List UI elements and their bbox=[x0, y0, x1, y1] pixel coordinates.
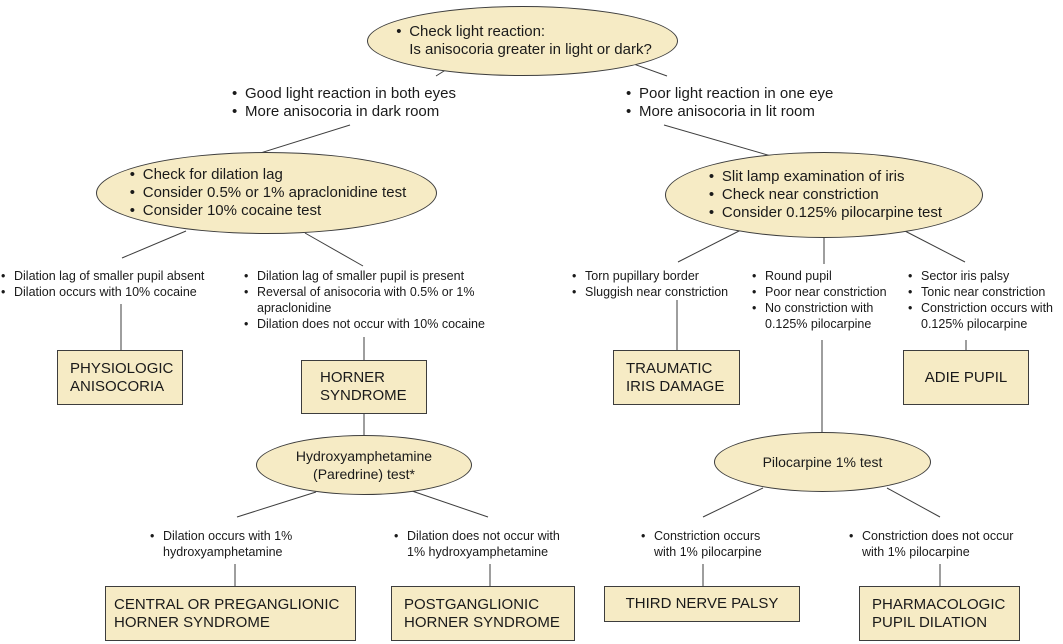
cond-central: Dilation occurs with 1% hydroxyamphetami… bbox=[147, 528, 317, 560]
cond-rr-2: Tonic near constriction bbox=[905, 284, 1063, 300]
connector bbox=[702, 487, 764, 518]
horner-line-2: SYNDROME bbox=[320, 387, 407, 404]
right-branch-label: Poor light reaction in one eye More anis… bbox=[623, 85, 883, 121]
pharm-line-2: PUPIL DILATION bbox=[872, 613, 988, 631]
physiologic-anisocoria-box: PHYSIOLOGIC ANISOCORIA bbox=[57, 350, 183, 405]
cond-lr-1: Dilation lag of smaller pupil is present bbox=[241, 268, 516, 284]
left-oval-1: Check for dilation lag bbox=[127, 166, 406, 184]
cond-rl-2: Sluggish near constriction bbox=[569, 284, 749, 300]
dilation-lag-oval: Check for dilation lag Consider 0.5% or … bbox=[96, 152, 437, 234]
third-nerve-label: THIRD NERVE PALSY bbox=[625, 595, 779, 612]
cond-lr-3: Dilation does not occur with 10% cocaine bbox=[241, 316, 516, 332]
right-oval-3: Consider 0.125% pilocarpine test bbox=[706, 204, 942, 222]
root-oval: Check light reaction: Is anisocoria grea… bbox=[367, 6, 678, 76]
central-line-2: HORNER SYNDROME bbox=[114, 613, 270, 631]
root-bullet-2: Is anisocoria greater in light or dark? bbox=[409, 41, 652, 58]
central-preganglionic-box: CENTRAL OR PREGANGLIONIC HORNER SYNDROME bbox=[105, 586, 356, 641]
adie-pupil-box: ADIE PUPIL bbox=[903, 350, 1029, 405]
cond-rr-3: Constriction occurs with 0.125% pilocarp… bbox=[905, 300, 1063, 332]
cond-pl-1: Constriction occurs with 1% pilocarpine bbox=[638, 528, 778, 560]
pilocarpine-oval: Pilocarpine 1% test bbox=[714, 432, 931, 492]
connector bbox=[677, 229, 742, 263]
connector bbox=[236, 491, 317, 518]
connector bbox=[411, 490, 489, 518]
root-bullets: Check light reaction: Is anisocoria grea… bbox=[393, 23, 652, 59]
cond-pharmacologic: Constriction does not occur with 1% pilo… bbox=[846, 528, 1016, 560]
cond-rm-2: Poor near constriction bbox=[749, 284, 899, 300]
pharmacologic-dilation-box: PHARMACOLOGIC PUPIL DILATION bbox=[859, 586, 1020, 641]
cond-third-nerve-palsy: Constriction occurs with 1% pilocarpine bbox=[638, 528, 778, 560]
cond-pr-1: Constriction does not occur with 1% pilo… bbox=[846, 528, 1016, 560]
right-branch-1: Poor light reaction in one eye bbox=[623, 85, 883, 103]
connector bbox=[886, 487, 941, 518]
cond-ll-2: Dilation occurs with 10% cocaine bbox=[0, 284, 233, 300]
cond-hr-1: Dilation does not occur with 1% hydroxya… bbox=[391, 528, 581, 560]
adie-label: ADIE PUPIL bbox=[924, 368, 1008, 386]
right-oval-bullets: Slit lamp examination of iris Check near… bbox=[706, 168, 942, 222]
right-oval-2: Check near constriction bbox=[706, 186, 942, 204]
physiologic-line-1: PHYSIOLOGIC bbox=[70, 359, 174, 377]
cond-rm-1: Round pupil bbox=[749, 268, 899, 284]
left-branch-label: Good light reaction in both eyes More an… bbox=[229, 85, 489, 121]
left-oval-2: Consider 0.5% or 1% apraclonidine test bbox=[127, 184, 406, 202]
cond-lr-2: Reversal of anisocoria with 0.5% or 1% a… bbox=[241, 284, 516, 316]
right-branch-2: More anisocoria in lit room bbox=[623, 103, 883, 121]
slit-lamp-oval: Slit lamp examination of iris Check near… bbox=[665, 152, 983, 238]
postganglionic-box: POSTGANGLIONIC HORNER SYNDROME bbox=[391, 586, 575, 641]
horner-line-1: HORNER bbox=[320, 369, 386, 386]
cond-rr-1: Sector iris palsy bbox=[905, 268, 1063, 284]
left-oval-bullets: Check for dilation lag Consider 0.5% or … bbox=[127, 166, 406, 220]
horner-syndrome-box: HORNER SYNDROME bbox=[301, 360, 427, 414]
hydroxyamphetamine-oval: Hydroxyamphetamine (Paredrine) test* bbox=[256, 435, 472, 495]
hydroxy-line-1: Hydroxyamphetamine bbox=[295, 448, 433, 464]
post-line-1: POSTGANGLIONIC bbox=[404, 595, 540, 613]
cond-postganglionic: Dilation does not occur with 1% hydroxya… bbox=[391, 528, 581, 560]
traumatic-iris-damage-box: TRAUMATIC IRIS DAMAGE bbox=[613, 350, 740, 405]
connector bbox=[121, 230, 187, 259]
traumatic-line-1: TRAUMATIC bbox=[626, 359, 713, 377]
cond-rl-1: Torn pupillary border bbox=[569, 268, 749, 284]
cond-third-nerve: Round pupil Poor near constriction No co… bbox=[749, 268, 899, 332]
cond-rm-3: No constriction with 0.125% pilocarpine bbox=[749, 300, 899, 332]
connector bbox=[304, 232, 364, 267]
cond-traumatic: Torn pupillary border Sluggish near cons… bbox=[569, 268, 749, 300]
left-oval-3: Consider 10% cocaine test bbox=[127, 202, 406, 220]
left-branch-1: Good light reaction in both eyes bbox=[229, 85, 489, 103]
physiologic-line-2: ANISOCORIA bbox=[70, 377, 165, 395]
connector bbox=[902, 229, 966, 263]
cond-horner: Dilation lag of smaller pupil is present… bbox=[241, 268, 516, 332]
hydroxy-line-2: (Paredrine) test* bbox=[313, 466, 415, 482]
cond-ll-1: Dilation lag of smaller pupil absent bbox=[0, 268, 233, 284]
third-nerve-palsy-box: THIRD NERVE PALSY bbox=[604, 586, 800, 622]
traumatic-line-2: IRIS DAMAGE bbox=[626, 377, 725, 395]
pharm-line-1: PHARMACOLOGIC bbox=[872, 595, 1006, 613]
right-oval-1: Slit lamp examination of iris bbox=[706, 168, 942, 186]
cond-hl-1: Dilation occurs with 1% hydroxyamphetami… bbox=[147, 528, 317, 560]
cond-physiologic: Dilation lag of smaller pupil absent Dil… bbox=[0, 268, 233, 300]
post-line-2: HORNER SYNDROME bbox=[404, 613, 560, 631]
cond-adie: Sector iris palsy Tonic near constrictio… bbox=[905, 268, 1063, 332]
root-bullet-1: Check light reaction: bbox=[393, 23, 652, 41]
pilo-label: Pilocarpine 1% test bbox=[762, 454, 883, 470]
central-line-1: CENTRAL OR PREGANGLIONIC bbox=[114, 595, 340, 613]
left-branch-2: More anisocoria in dark room bbox=[229, 103, 489, 121]
